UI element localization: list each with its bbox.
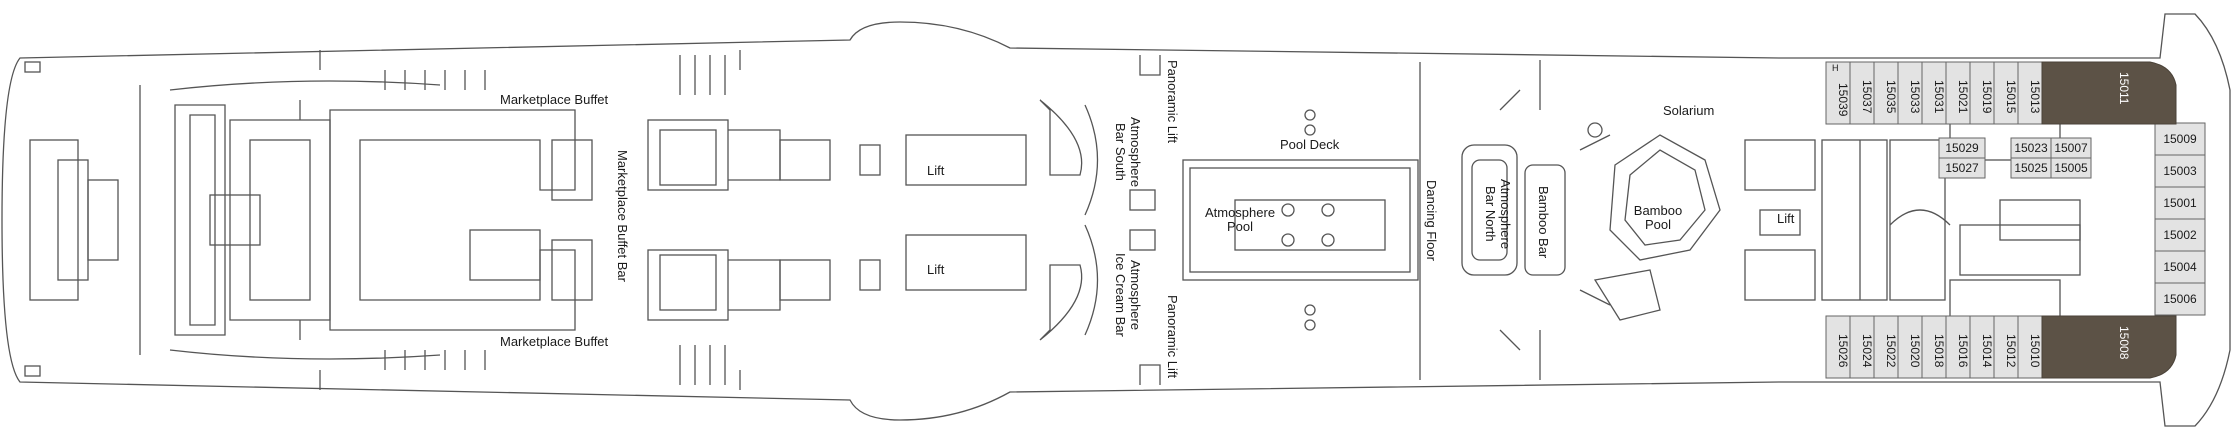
cabin-15012[interactable]: 15012 — [2004, 334, 2018, 368]
atmosphere-bar-north-label: Atmosphere Bar North — [1483, 178, 1513, 250]
lift-aft-label: Lift — [1777, 211, 1795, 226]
suite-top-shape — [2041, 61, 2177, 125]
cabin-15021[interactable]: 15021 — [1956, 80, 1970, 114]
cabin-15015[interactable]: 15015 — [2004, 80, 2018, 114]
cabin-15014[interactable]: 15014 — [1980, 334, 1994, 368]
panoramic-lift-label-bottom: Panoramic Lift — [1165, 295, 1180, 379]
cabin-15023[interactable]: 15023 — [2014, 141, 2048, 155]
atmosphere-ice-cream-bar-label: Atmosphere Ice Cream Bar — [1113, 253, 1143, 337]
cabin-15002[interactable]: 15002 — [2163, 228, 2197, 242]
cabin-15018[interactable]: 15018 — [1932, 334, 1946, 368]
atmosphere-pool-text: Atmosphere Pool — [1204, 205, 1276, 234]
cabin-15025[interactable]: 15025 — [2014, 161, 2048, 175]
atmosphere-bar-south-label: Atmosphere Bar South — [1113, 116, 1143, 188]
cabin-15033[interactable]: 15033 — [1908, 80, 1922, 114]
hull-outline — [1, 13, 2231, 427]
pool-deck-label: Pool Deck — [1280, 137, 1340, 152]
cabin-15010[interactable]: 15010 — [2028, 334, 2042, 368]
cabin-15029[interactable]: 15029 — [1945, 141, 1979, 155]
cabin-15005[interactable]: 15005 — [2054, 161, 2088, 175]
atmosphere-pool-label: Atmosphere Pool — [1195, 206, 1285, 234]
cabin-15022[interactable]: 15022 — [1884, 334, 1898, 368]
cabin-15009[interactable]: 15009 — [2163, 132, 2197, 146]
suite-bottom-shape — [2041, 315, 2177, 379]
cabin-15013[interactable]: 15013 — [2028, 80, 2042, 114]
cabin-15027[interactable]: 15027 — [1945, 161, 1979, 175]
lift-fwd-top-label: Lift — [927, 163, 945, 178]
cabin-15019[interactable]: 15019 — [1980, 80, 1994, 114]
bamboo-pool-text: Bamboo Pool — [1633, 203, 1683, 232]
marketplace-buffet-label-top: Marketplace Buffet — [500, 92, 609, 107]
cabin-15037[interactable]: 15037 — [1860, 80, 1874, 114]
marketplace-buffet-label-bottom: Marketplace Buffet — [500, 334, 609, 349]
bamboo-pool-label: Bamboo Pool — [1623, 204, 1693, 232]
dancing-floor-label: Dancing Floor — [1424, 180, 1439, 261]
cabin-15001[interactable]: 15001 — [2163, 196, 2197, 210]
bamboo-bar-label: Bamboo Bar — [1536, 186, 1551, 259]
cabin-15003[interactable]: 15003 — [2163, 164, 2197, 178]
panoramic-lift-label-top: Panoramic Lift — [1165, 60, 1180, 144]
cabin-15031[interactable]: 15031 — [1932, 80, 1946, 114]
cabin-15006[interactable]: 15006 — [2163, 292, 2197, 306]
solarium-label: Solarium — [1663, 103, 1715, 118]
cabin-15004[interactable]: 15004 — [2163, 260, 2197, 274]
marketplace-buffet-bar-label: Marketplace Buffet Bar — [615, 150, 630, 282]
cabin-15035[interactable]: 15035 — [1884, 80, 1898, 114]
suite-15008[interactable]: 15008 — [2117, 326, 2131, 360]
cabin-15026[interactable]: 15026 — [1836, 334, 1850, 368]
cabin-15024[interactable]: 15024 — [1860, 334, 1874, 368]
cabin-15020[interactable]: 15020 — [1908, 334, 1922, 368]
suite-15011[interactable]: 15011 — [2117, 72, 2131, 105]
lift-fwd-bottom-label: Lift — [927, 262, 945, 277]
cabin-15039[interactable]: 15039 — [1836, 83, 1850, 117]
cabin-15007[interactable]: 15007 — [2054, 141, 2088, 155]
cabin-marker-h: H — [1832, 63, 1839, 73]
cabin-15016[interactable]: 15016 — [1956, 334, 1970, 368]
